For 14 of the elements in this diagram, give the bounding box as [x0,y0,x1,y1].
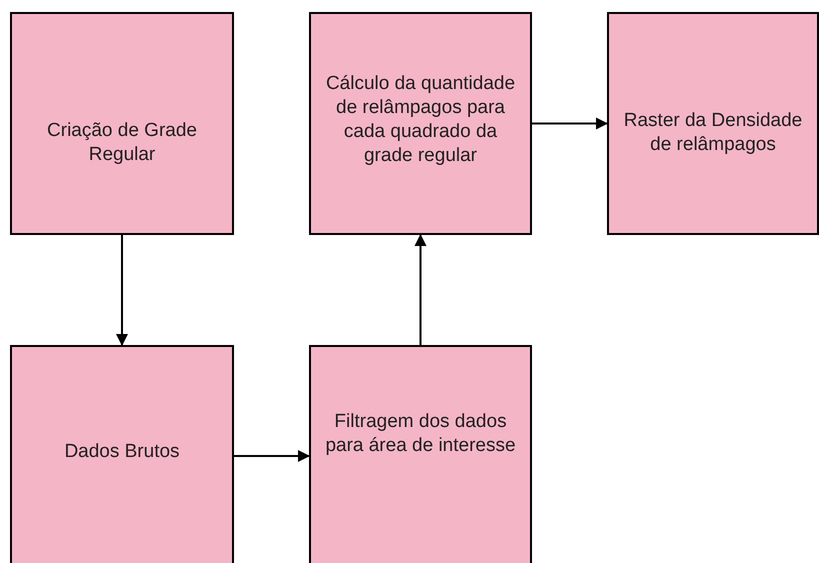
process-box [309,12,532,235]
arrow [532,118,608,130]
arrow [414,234,426,345]
box-text: Criação de Grade Regular [46,119,198,167]
box-text: Dados Brutos [64,440,180,464]
process-box [607,12,819,235]
process-box [309,345,532,563]
arrow [234,450,310,462]
box-text: Filtragem dos dados para área de interesse [324,410,517,458]
process-box [10,345,234,563]
arrow [116,235,128,346]
box-text: Cálculo da quantidade de relâmpagos para cada quadrado da grade regular [324,72,516,168]
box-text: Raster da Densidade de relâmpagos [622,109,804,157]
process-box [10,12,234,235]
